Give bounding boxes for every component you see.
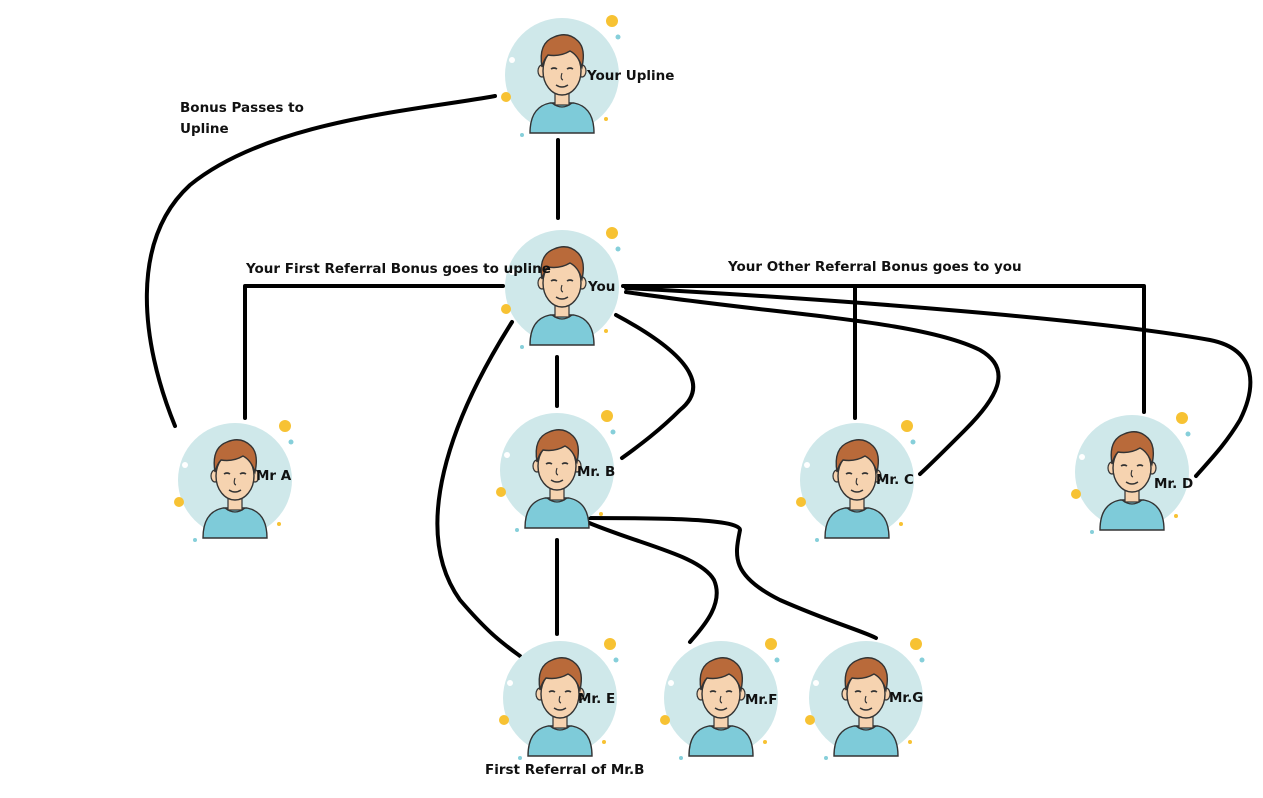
connector-you-mr-c-mr-d xyxy=(621,284,1146,414)
connector-you-mr-b-curve xyxy=(614,313,696,460)
connector-mr-b-mr-f xyxy=(580,518,719,644)
avatar-mr-d xyxy=(1070,411,1192,535)
node-name-mr-d: Mr. D xyxy=(1154,476,1194,492)
connector-bonus-upline xyxy=(144,94,497,428)
connector-you-mr-e-curve xyxy=(435,320,522,658)
label-first-referral-bonus: Your First Referral Bonus goes to upline xyxy=(246,261,551,277)
node-name-mr-g: Mr.G xyxy=(889,690,924,706)
node-name-mr-c: Mr. C xyxy=(876,472,914,488)
node-name-mr-a: Mr A xyxy=(256,468,292,484)
label-bonus-upline-line1: Bonus Passes to xyxy=(180,100,304,116)
node-name-you: You xyxy=(588,279,616,295)
label-bonus-passes-to-upline: Bonus Passes to Upline xyxy=(180,98,304,140)
node-name-mr-b: Mr. B xyxy=(577,464,616,480)
label-bonus-upline-line2: Upline xyxy=(180,121,229,137)
label-first-referral-of-mr-b: First Referral of Mr.B xyxy=(485,762,645,778)
connector-you-mr-d-curve xyxy=(624,286,1253,478)
connector-you-mr-a xyxy=(243,284,505,420)
connector-you-mr-c-curve xyxy=(624,290,1001,476)
connector-mr-b-mr-g xyxy=(580,516,878,640)
connector-lines xyxy=(144,94,1253,658)
node-name-mr-f: Mr.F xyxy=(745,692,778,708)
node-name-upline: Your Upline xyxy=(587,68,675,84)
label-other-referral-bonus: Your Other Referral Bonus goes to you xyxy=(728,259,1022,275)
node-name-mr-e: Mr. E xyxy=(578,691,616,707)
